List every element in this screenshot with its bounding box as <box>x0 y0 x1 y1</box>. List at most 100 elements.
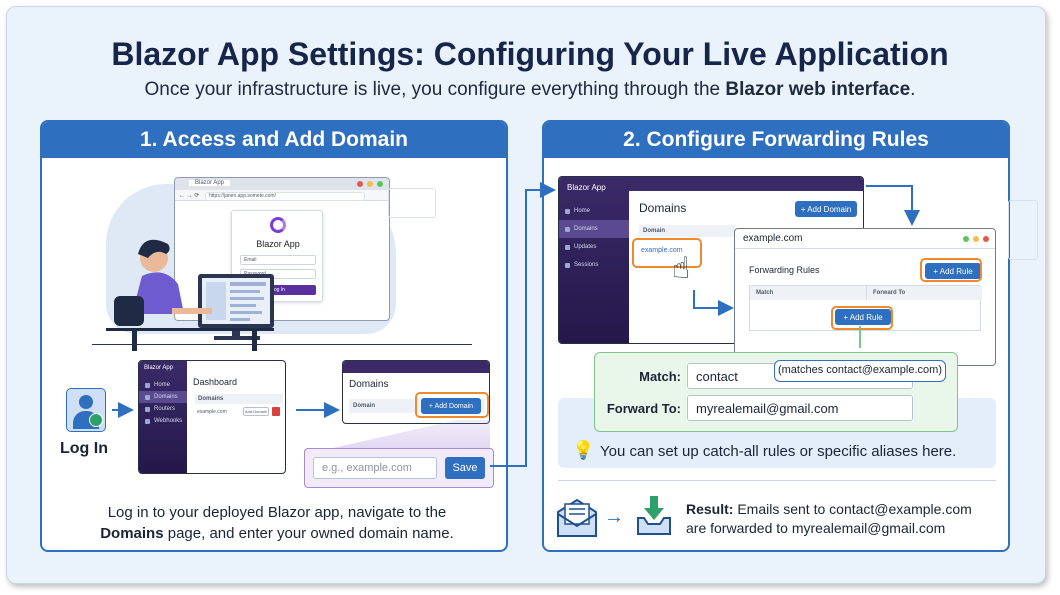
step2-heading: 2. Configure Forwarding Rules <box>544 122 1008 158</box>
forwarding-rules-title: Forwarding Rules <box>749 265 820 275</box>
person-at-computer-illustration <box>106 239 274 351</box>
sidebar-item-routers[interactable]: Routers <box>139 403 187 415</box>
sidebar-label: Routers <box>154 406 176 412</box>
step1-panel: 1. Access and Add Domain Blazor App ← → … <box>40 120 508 552</box>
forward-to-label: Forward To: <box>606 401 681 416</box>
step1-heading: 1. Access and Add Domain <box>42 122 506 158</box>
login-browser-window: Blazor App ← → ⟳ https://janen.app.somet… <box>174 177 390 321</box>
subtitle-end: . <box>910 79 916 100</box>
add-rule-highlight <box>831 306 893 330</box>
browser-tabbar: Blazor App <box>175 178 389 190</box>
home-icon <box>145 382 150 388</box>
routers-icon <box>145 406 150 412</box>
minimize-dot[interactable] <box>367 181 373 187</box>
app-topbar <box>629 177 863 191</box>
sidebar-label: Updates <box>574 244 597 250</box>
sidebar-item-home[interactable]: Home <box>139 379 187 391</box>
webhooks-icon <box>145 418 150 424</box>
subtitle-bold: Blazor web interface <box>725 79 911 100</box>
lightbulb-icon: 💡 <box>572 440 595 460</box>
col-forward-to: Forward To <box>866 286 982 300</box>
tip-text: You can set up catch-all rules or specif… <box>600 443 957 460</box>
updates-icon <box>565 244 570 250</box>
col-match: Match <box>750 286 866 300</box>
match-label: Match: <box>639 369 681 384</box>
domain-row-link[interactable]: example.com <box>641 247 683 254</box>
dashboard-add-domain-button[interactable]: Add Domain <box>243 407 269 416</box>
sidebar-label: Webhooks <box>154 418 183 424</box>
domain-detail-window: example.com Forwarding Rules + Add Rule … <box>734 228 996 366</box>
background-decoration <box>388 188 436 218</box>
sidebar-item-sessions[interactable]: Sessions <box>559 256 629 274</box>
result-line-1: Emails sent to contact@example.com <box>733 501 972 517</box>
dashboard-row-domain: example.com <box>197 409 227 415</box>
dashboard-title: Dashboard <box>193 377 238 387</box>
domains-icon <box>565 226 570 232</box>
add-rule-button[interactable]: + Add Rule <box>835 309 891 325</box>
app-domain-column: Domain <box>639 225 735 237</box>
rules-table: Match Forward To <box>749 285 982 331</box>
nav-arrows-icon[interactable]: ← → ⟳ <box>179 193 200 199</box>
domains-icon <box>145 394 150 400</box>
login-user-icon <box>66 388 106 432</box>
sessions-icon <box>565 262 570 268</box>
forward-to-input[interactable]: myrealemail@gmail.com <box>687 395 913 421</box>
sidebar-item-home[interactable]: Home <box>559 202 629 220</box>
dashboard-brand: Blazor App <box>144 365 174 371</box>
zoom-connector <box>324 420 490 450</box>
domain-form: e.g., example.com Save <box>304 448 494 488</box>
domain-name-input[interactable]: e.g., example.com <box>313 457 437 479</box>
sidebar-item-updates[interactable]: Updates <box>559 238 629 256</box>
sidebar-item-webhooks[interactable]: Webhooks <box>139 415 187 427</box>
detail-window-title: example.com <box>743 233 803 244</box>
desk-line <box>92 344 472 345</box>
sidebar-label: Home <box>154 382 171 388</box>
close-dot[interactable] <box>983 236 989 242</box>
save-button[interactable]: Save <box>445 457 485 479</box>
add-rule-top-highlight <box>920 258 982 282</box>
result-line-2: are forwarded to myrealemail@gmail.com <box>686 520 946 536</box>
add-domain-button[interactable]: + Add Domain <box>421 398 481 414</box>
description-bold: Domains <box>100 525 164 542</box>
app-brand: Blazor App <box>567 183 606 192</box>
add-domain-highlight <box>415 392 489 418</box>
home-icon <box>565 208 570 214</box>
maximize-dot[interactable] <box>377 181 383 187</box>
section-divider <box>558 480 996 481</box>
description-text: Log in to your deployed Blazor app, navi… <box>107 504 447 521</box>
email-input[interactable]: Email <box>240 255 316 265</box>
inbox-download-icon <box>634 494 674 538</box>
app-add-domain-button[interactable]: + Add Domain <box>795 201 857 217</box>
app-sidebar: Blazor App Home Domains Updates Sessions <box>559 177 629 343</box>
sidebar-label: Home <box>574 208 591 214</box>
background-decoration <box>1008 200 1038 260</box>
window-controls <box>357 181 383 187</box>
result-label: Result: <box>686 501 734 517</box>
minimize-dot[interactable] <box>973 236 979 242</box>
domains-window-bar <box>343 361 489 373</box>
sidebar-label: Sessions <box>574 262 599 268</box>
maximize-dot[interactable] <box>963 236 969 242</box>
pointer-hand-icon: ☝ <box>672 252 691 285</box>
url-field[interactable]: https://janen.app.somete.com/ <box>205 192 365 201</box>
envelope-icon <box>556 496 598 538</box>
login-submit-button[interactable]: Log In <box>240 285 316 295</box>
login-app-name: Blazor App <box>256 239 300 249</box>
domain-link-highlight <box>632 238 702 268</box>
step2-panel: 2. Configure Forwarding Rules Blazor App… <box>542 120 1010 552</box>
sidebar-item-domains[interactable]: Domains <box>139 391 187 403</box>
sidebar-item-domains[interactable]: Domains <box>559 220 629 238</box>
dashboard-window: Blazor App Home Domains Routers Webhooks… <box>138 360 286 474</box>
add-rule-button-top[interactable]: + Add Rule <box>925 263 981 279</box>
page-title: Blazor App Settings: Configuring Your Li… <box>111 36 949 72</box>
globe-icon <box>89 413 103 427</box>
browser-tab[interactable]: Blazor App <box>189 180 231 186</box>
login-label: Log In <box>60 440 108 457</box>
delete-icon[interactable] <box>272 407 280 416</box>
subtitle-text: Once your infrastructure is live, you co… <box>144 79 726 100</box>
dashboard-section-domains: Domains <box>195 394 283 404</box>
app-domains-title: Domains <box>639 201 687 215</box>
close-dot[interactable] <box>357 181 363 187</box>
blazor-logo-icon <box>270 217 286 233</box>
browser-addressbar: ← → ⟳ https://janen.app.somete.com/ <box>175 190 389 201</box>
